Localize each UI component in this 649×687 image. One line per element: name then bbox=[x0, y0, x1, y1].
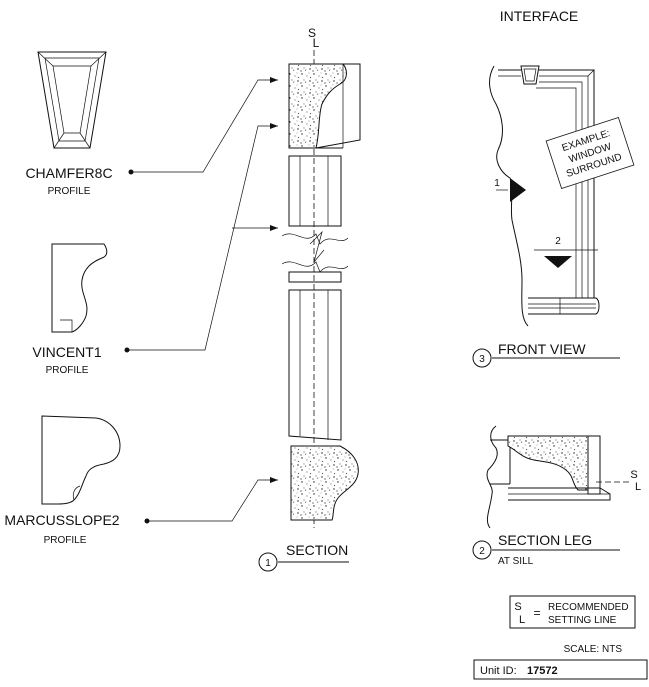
view-number-2: 2 bbox=[479, 546, 485, 557]
view-number-circle-3 bbox=[472, 348, 492, 368]
view-number-3: 3 bbox=[479, 354, 485, 365]
unit-id-label: Unit ID: bbox=[480, 665, 517, 677]
view-sub-at-sill: AT SILL bbox=[498, 556, 534, 567]
profile-sub-marcusslope2: PROFILE bbox=[44, 535, 87, 546]
example-stamp: EXAMPLE: WINDOW SURROUND bbox=[545, 116, 635, 190]
section-marker-l: L bbox=[313, 36, 320, 50]
view-number-circle-1 bbox=[258, 552, 278, 572]
profile-name-vincent1: VINCENT1 bbox=[32, 344, 101, 360]
scale-text: SCALE: NTS bbox=[564, 644, 623, 655]
view-title-section-leg: SECTION LEG bbox=[498, 532, 592, 548]
view-number-circle-2 bbox=[472, 540, 492, 560]
section-leg-marker-s: S bbox=[630, 469, 637, 481]
callout-number-sill: 2 bbox=[555, 236, 561, 247]
callout-number-side: 1 bbox=[494, 178, 500, 189]
section-drawing: S L bbox=[281, 26, 361, 528]
section-marker-s: S bbox=[308, 26, 316, 40]
view-title-section: SECTION bbox=[286, 542, 348, 558]
unit-id-value: 17572 bbox=[527, 665, 558, 677]
profile-sub-chamfer8c: PROFILE bbox=[48, 186, 91, 197]
legend-symbol-l: L bbox=[519, 614, 525, 626]
legend-equals: = bbox=[533, 606, 540, 620]
profile-sub-vincent1: PROFILE bbox=[46, 365, 89, 376]
marcusslope2-profile-drawing bbox=[41, 415, 121, 505]
legend-symbol-s: S bbox=[514, 601, 521, 613]
leader-lines bbox=[127, 77, 278, 522]
chamfer8c-profile-drawing bbox=[37, 51, 107, 149]
view-title-front-view: FRONT VIEW bbox=[498, 341, 586, 357]
legend-line-1: RECOMMENDED bbox=[548, 602, 629, 613]
legend-line-2: SETTING LINE bbox=[548, 615, 617, 626]
section-leg-marker-l: L bbox=[635, 481, 641, 493]
setting-line-legend: S L = RECOMMENDED SETTING LINE bbox=[509, 595, 636, 629]
vincent1-profile-drawing bbox=[51, 243, 108, 333]
view-number-1: 1 bbox=[265, 558, 271, 569]
front-view-drawing bbox=[489, 65, 600, 327]
section-leg-drawing bbox=[486, 425, 630, 529]
interface-title: INTERFACE bbox=[500, 8, 579, 24]
profile-name-chamfer8c: CHAMFER8C bbox=[25, 165, 112, 181]
profile-name-marcusslope2: MARCUSSLOPE2 bbox=[4, 512, 119, 528]
unit-id-box bbox=[473, 659, 648, 680]
